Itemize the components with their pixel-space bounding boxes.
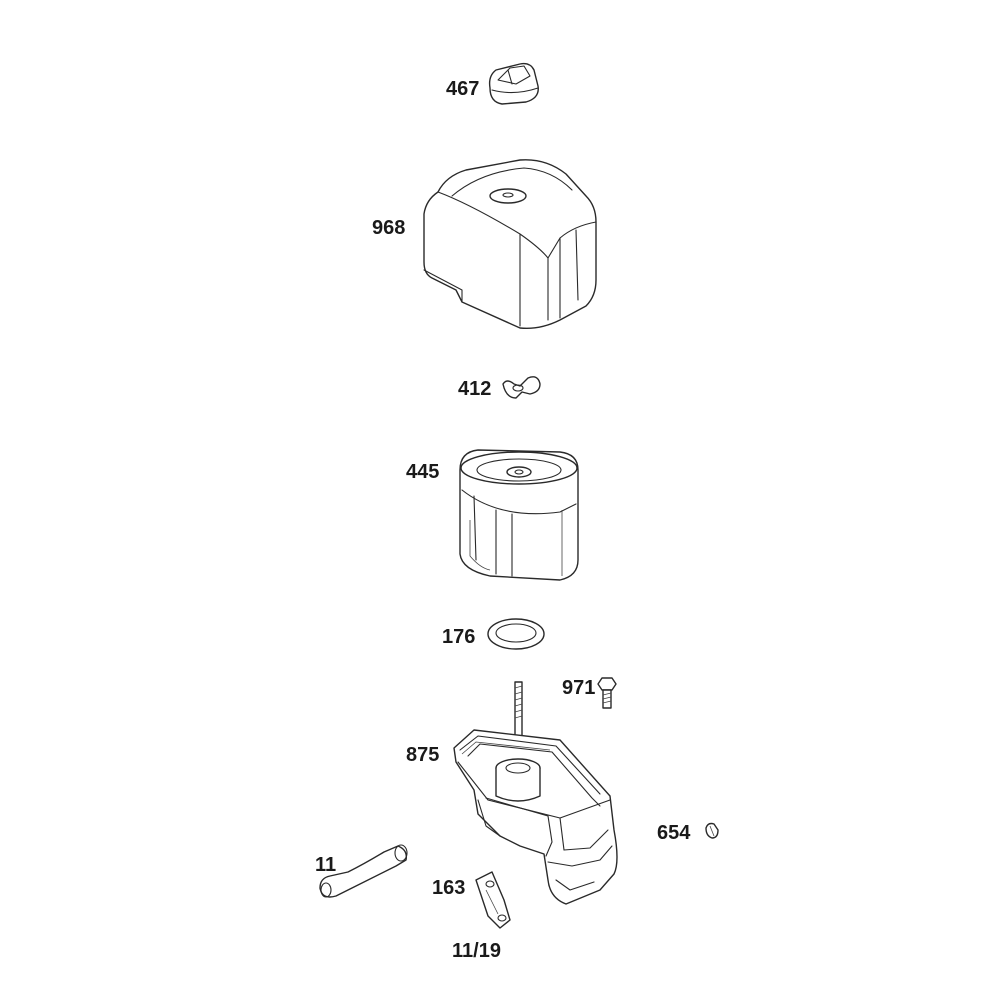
callout-seal: 176 (442, 626, 475, 648)
callout-tube: 11 (315, 854, 336, 876)
tube-part (319, 844, 408, 898)
seal-part (487, 618, 545, 650)
clip-part (705, 822, 719, 839)
callout-bolt: 971 (562, 677, 595, 699)
gasket-part (475, 871, 511, 929)
bolt-part (597, 677, 617, 709)
wing-nut-part (502, 376, 541, 399)
base-part (453, 681, 618, 905)
date-code: 11/19 (452, 940, 501, 962)
callout-knob: 467 (446, 78, 479, 100)
callout-clip: 654 (657, 822, 691, 844)
callout-cover: 968 (372, 217, 405, 239)
callout-gasket: 163 (432, 877, 465, 899)
callout-filter: 445 (406, 461, 439, 483)
filter-part (459, 449, 579, 581)
cover-part (423, 159, 597, 330)
callout-wing-nut: 412 (458, 378, 491, 400)
knob-part (488, 62, 539, 105)
callout-base: 875 (406, 744, 439, 766)
